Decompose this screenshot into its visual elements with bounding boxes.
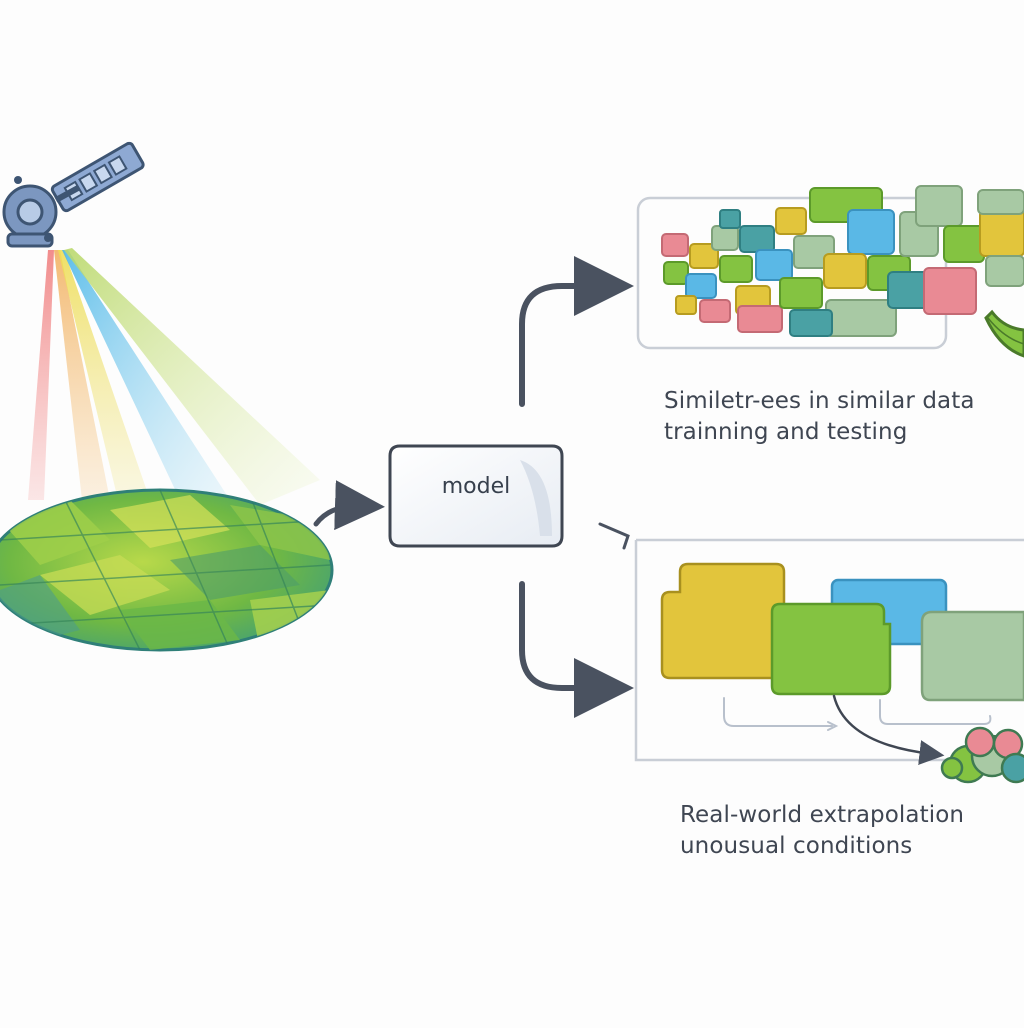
model-label: model [441,474,511,499]
field-map-icon [0,488,334,652]
leaf-icon [984,309,1024,358]
similar-data-caption: Similetr-ees in similar data trainning a… [664,386,975,448]
model-to-extrapolation-arrow [519,581,634,718]
extrapolation-caption: Real-world extrapolation unousual condit… [680,800,964,862]
field-to-model-arrow [313,480,385,531]
similar-data-caption-line1: Similetr-ees in similar data [664,388,975,414]
data-cluster-icon [661,185,1024,337]
model-box-icon [388,444,564,548]
extrapolation-tiles [660,562,1024,702]
satellite-icon [2,141,145,248]
extrapolation-frame [634,538,1024,762]
similar-data-caption-line2: trainning and testing [664,419,908,445]
frame-tick-icon [598,522,630,550]
extrapolation-caption-line1: Real-world extrapolation [680,802,965,828]
sensor-beams [28,248,320,505]
cloud-cluster-icon [940,726,1024,784]
model-to-similar-arrow [519,256,634,407]
extrapolation-connectors [723,694,992,765]
extrapolation-caption-line2: unousual conditions [680,833,913,859]
